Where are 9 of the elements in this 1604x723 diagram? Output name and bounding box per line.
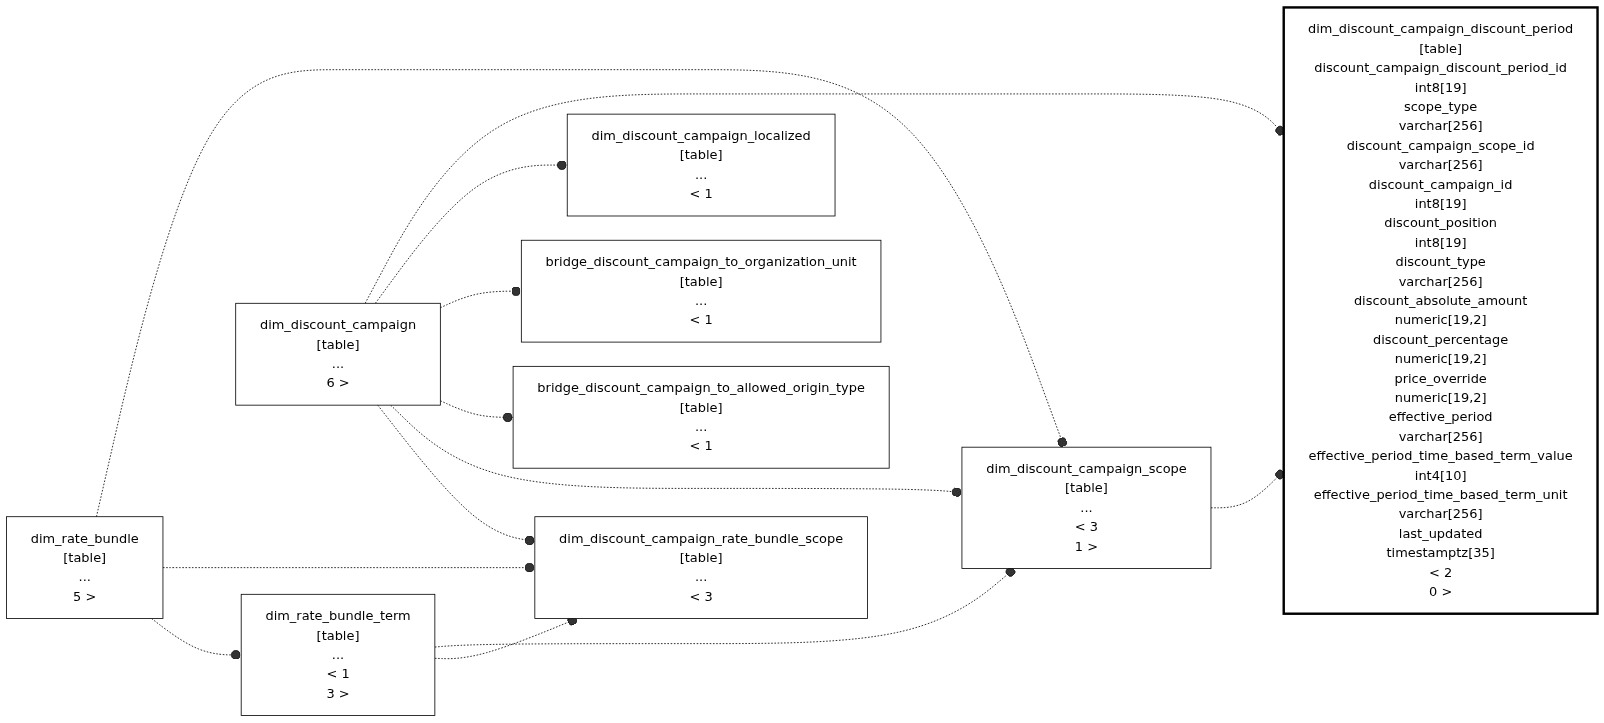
node-box: bridge_discount_campaign_to_allowed_origin_type [table] ... < 1 [512, 365, 890, 469]
node-box: dim_rate_bundle [table] ... 5 > [6, 516, 164, 619]
node-box: dim_rate_bundle_term [table] ... < 1 3 > [240, 593, 436, 716]
node-box: dim_discount_campaign [table] ... 6 > [235, 302, 441, 406]
node-box: dim_discount_campaign_scope [table] ... < 3 1 > [961, 446, 1212, 569]
node-box: dim_discount_campaign_localized [table] ... < 1 [566, 113, 836, 217]
node-box: bridge_discount_campaign_to_organization_unit [table] ... < 1 [520, 239, 882, 343]
node-box: dim_discount_campaign_rate_bundle_scope [table] ... < 3 [534, 516, 868, 619]
node-box: dim_discount_campaign_discount_period [table] discount_campaign_discount_period_id int8[19] scope_type varchar[256] discount_campaign_scope_id varchar[256] discount_campaign_id int8[19] discount_position int8[19] discount_type varchar[256] discount_absolute_amount numeric[19,2] discount_percentage numeric[19,2] price_override numeric[19,2] effective_period varchar[256] effective_period_time_based_term_value int4[10] effective_period_time_based_term_unit varchar[256] last_updated timestamptz[35] < 2 0 > [1282, 6, 1599, 615]
